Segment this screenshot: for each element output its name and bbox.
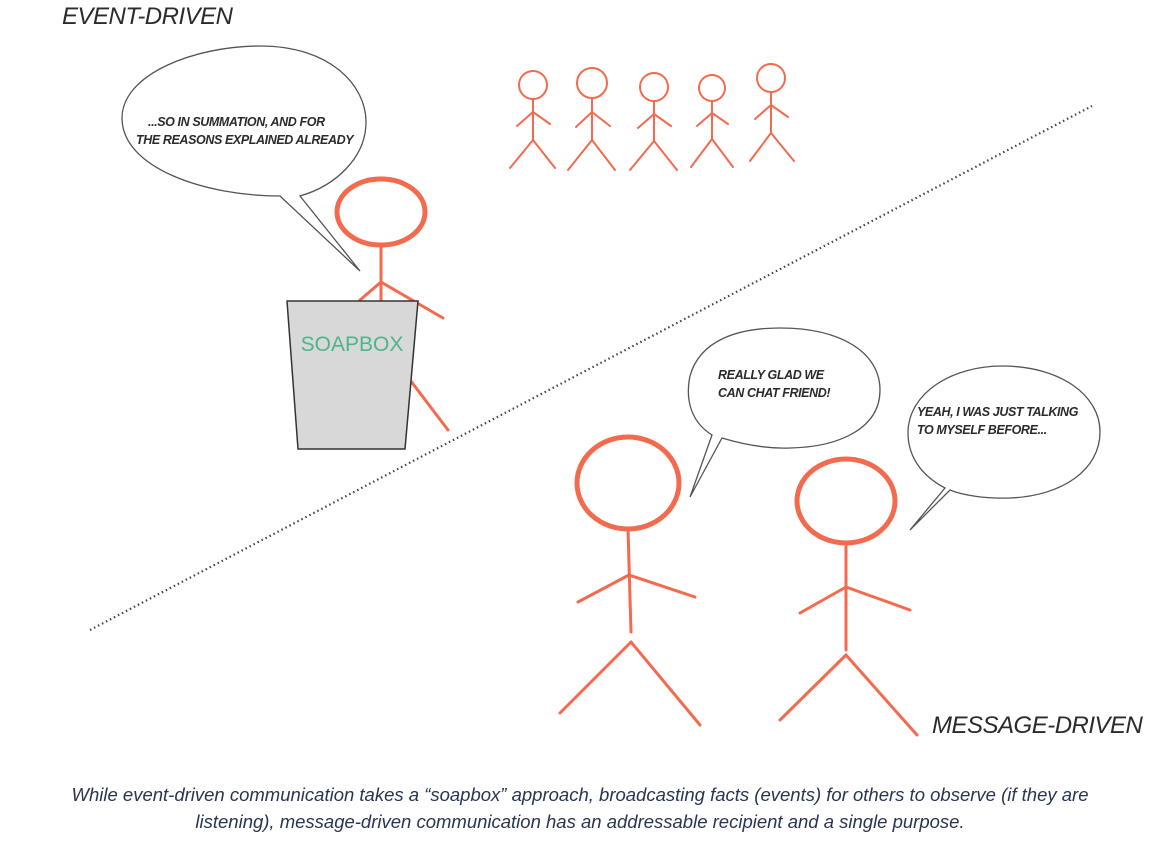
- friend-left-bubble-line-1: REALLY GLAD WE: [718, 368, 825, 382]
- soapbox-podium: [286, 300, 419, 450]
- audience-figure: [690, 74, 734, 168]
- event-driven-heading: EVENT-DRIVEN: [62, 3, 234, 30]
- speaker-bubble-line-1: ...SO IN SUMMATION, AND FOR: [148, 115, 325, 129]
- audience-figure: [567, 67, 616, 171]
- soapbox-label: SOAPBOX: [301, 333, 404, 356]
- friend-left-bubble-line-2: CAN CHAT FRIEND!: [718, 386, 830, 400]
- friend-left-speech-bubble: [687, 327, 881, 498]
- speaker-bubble-line-2: THE REASONS EXPLAINED ALREADY: [136, 133, 355, 147]
- friend-right-stick-figure: [778, 456, 919, 737]
- audience-figure: [749, 63, 795, 162]
- friend-right-bubble-text: YEAH, I WAS JUST TALKING TO MYSELF BEFOR…: [917, 405, 1081, 437]
- friend-left-stick-figure: [558, 434, 702, 727]
- friend-right-speech-bubble: [907, 365, 1101, 531]
- friend-left-bubble-text: REALLY GLAD WE CAN CHAT FRIEND!: [718, 368, 830, 400]
- friend-right-bubble-line-1: YEAH, I WAS JUST TALKING: [917, 405, 1079, 419]
- figure-caption: While event-driven communication takes a…: [71, 784, 1089, 832]
- audience-figure: [509, 70, 556, 169]
- audience-group: [509, 63, 795, 171]
- friend-right-bubble-line-2: TO MYSELF BEFORE...: [917, 423, 1047, 437]
- message-driven-heading: MESSAGE-DRIVEN: [932, 712, 1144, 739]
- audience-figure: [629, 72, 678, 171]
- speaker-speech-bubble: [121, 45, 367, 272]
- speaker-bubble-text: ...SO IN SUMMATION, AND FOR THE REASONS …: [136, 115, 355, 147]
